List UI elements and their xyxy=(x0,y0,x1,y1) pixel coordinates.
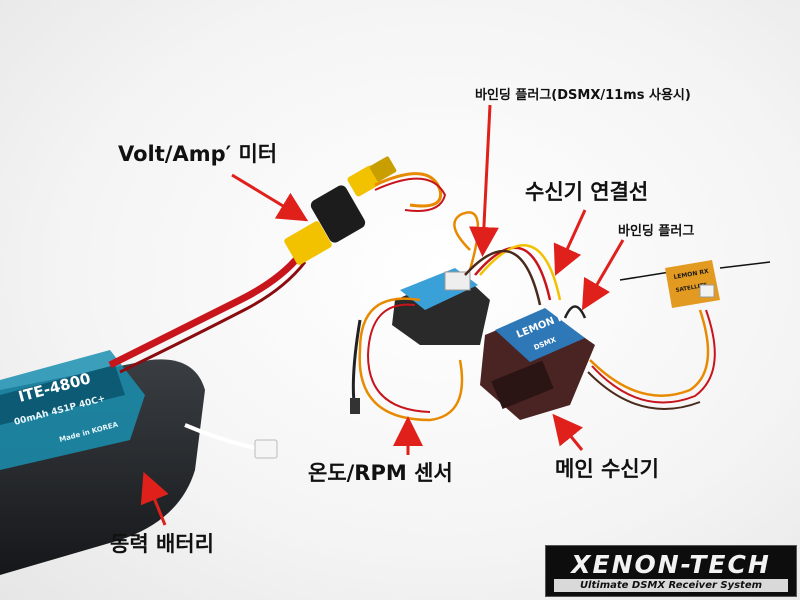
arrow-rx-cable xyxy=(553,209,587,276)
arrow-volt-amp xyxy=(231,173,309,222)
arrow-main-rx xyxy=(552,413,584,451)
label-binding-plug-dsmx: 바인딩 플러그(DSMX/11ms 사용시) xyxy=(475,88,691,103)
label-receiver-cable: 수신기 연결선 xyxy=(525,180,649,204)
label-volt-amp-meter: Volt/Amp′ 미터 xyxy=(118,142,278,166)
satellite-cable xyxy=(589,309,710,397)
annotation-arrows xyxy=(140,104,625,526)
telemetry-module xyxy=(392,268,490,345)
power-lead xyxy=(108,252,307,374)
label-binding-plug: 바인딩 플러그 xyxy=(618,224,695,239)
label-power-battery: 동력 배터리 xyxy=(110,532,214,556)
main-receiver: LEMON RX DSMX xyxy=(480,305,595,420)
label-temp-rpm-sensor: 온도/RPM 센서 xyxy=(308,461,453,485)
arrow-battery xyxy=(140,471,169,526)
sat-rx-sub: SATELLITE xyxy=(675,282,708,293)
logo-title: XENON-TECH xyxy=(571,550,771,579)
volt-amp-meter xyxy=(284,156,397,265)
meter-wire xyxy=(374,172,443,208)
temp-rpm-sensor-cable xyxy=(350,297,464,422)
xenon-tech-logo: XENON-TECH Ultimate DSMX Receiver System xyxy=(545,545,797,597)
logo-tagline: Ultimate DSMX Receiver System xyxy=(554,579,788,592)
label-main-receiver: 메인 수신기 xyxy=(555,457,659,481)
arrow-bind-plug-dsmx xyxy=(468,104,499,257)
battery-pack: ITE-4800 00mAh 4S1P 40C+ Made in KOREA xyxy=(0,350,278,575)
satellite-receiver: LEMON RX SATELLITE xyxy=(619,260,771,308)
arrow-bind-plug xyxy=(581,239,625,311)
